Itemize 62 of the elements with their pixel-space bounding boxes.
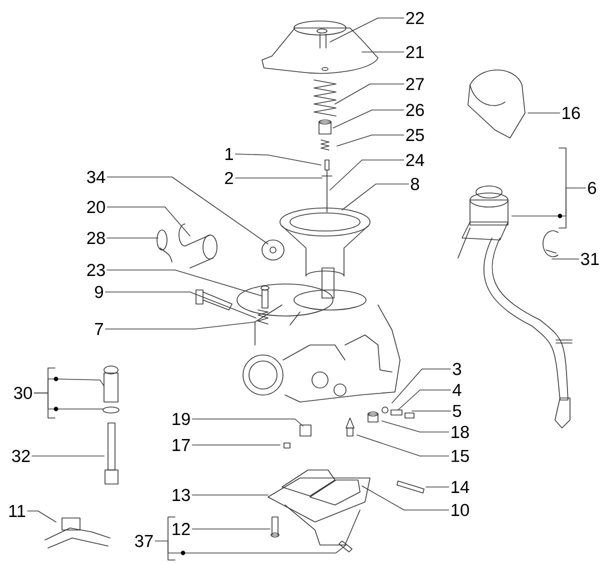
- callout-number: 21: [406, 46, 424, 58]
- callout-number: 2: [225, 172, 233, 184]
- leader-line: [192, 528, 270, 530]
- callout-number: 26: [406, 104, 424, 116]
- leader-line: [342, 184, 409, 210]
- callout-number: 5: [452, 404, 462, 418]
- callout-number: 24: [406, 154, 424, 166]
- leader-line: [334, 84, 404, 104]
- callout-number: 12: [172, 522, 190, 536]
- leader-line: [192, 494, 268, 496]
- callout-number: 30: [14, 386, 32, 400]
- leader-line: [192, 418, 304, 426]
- callout-number: 27: [406, 78, 424, 90]
- leader-line: [552, 258, 580, 260]
- callout-number: 14: [452, 481, 470, 493]
- leader-line: [330, 160, 404, 190]
- leader-line: [336, 134, 404, 146]
- leader-line: [392, 368, 451, 404]
- leader-line: [426, 486, 450, 488]
- callout-number: 20: [87, 200, 105, 214]
- leader-line: [330, 18, 404, 42]
- leader-line: [332, 110, 404, 128]
- callout-number: 22: [406, 12, 424, 24]
- callout-number: 4: [452, 384, 462, 396]
- leader-line: [382, 420, 450, 432]
- leader-line: [34, 392, 104, 412]
- leader-line: [192, 444, 280, 446]
- callout-number: 10: [452, 504, 469, 516]
- leader-line: [105, 322, 256, 330]
- callout-number: 17: [172, 439, 190, 451]
- leader-line: [106, 176, 268, 244]
- leader-line: [106, 270, 262, 296]
- callout-number: 3: [452, 362, 462, 376]
- leader-line: [106, 206, 190, 236]
- leader-line: [356, 434, 450, 456]
- callout-number: 8: [410, 178, 420, 190]
- leader-line: [512, 188, 586, 218]
- callout-number: 11: [9, 505, 26, 517]
- callout-number: 25: [406, 128, 424, 142]
- callout-number: 37: [135, 534, 153, 548]
- leader-line: [235, 154, 322, 166]
- callout-number: 15: [452, 450, 469, 462]
- callout-number: 23: [87, 264, 105, 276]
- leader-line: [105, 292, 256, 318]
- leader-line: [528, 112, 560, 114]
- callout-number: 19: [172, 412, 190, 426]
- leader-line: [154, 540, 346, 556]
- leader-line: [398, 390, 451, 410]
- callout-number: 1: [226, 148, 233, 160]
- callout-number: 13: [172, 488, 190, 502]
- leader-line: [412, 410, 451, 412]
- callout-number: 28: [87, 232, 105, 244]
- callout-number: 32: [12, 450, 30, 462]
- callout-number: 31: [581, 252, 599, 266]
- callout-number: 16: [562, 106, 580, 120]
- callout-number: 7: [95, 323, 103, 335]
- callout-number: 6: [588, 182, 596, 194]
- callout-number: 18: [452, 426, 469, 438]
- leader-line: [27, 510, 56, 522]
- leader-line: [362, 486, 450, 510]
- callout-number: 9: [95, 286, 103, 298]
- callout-number: 34: [87, 170, 106, 184]
